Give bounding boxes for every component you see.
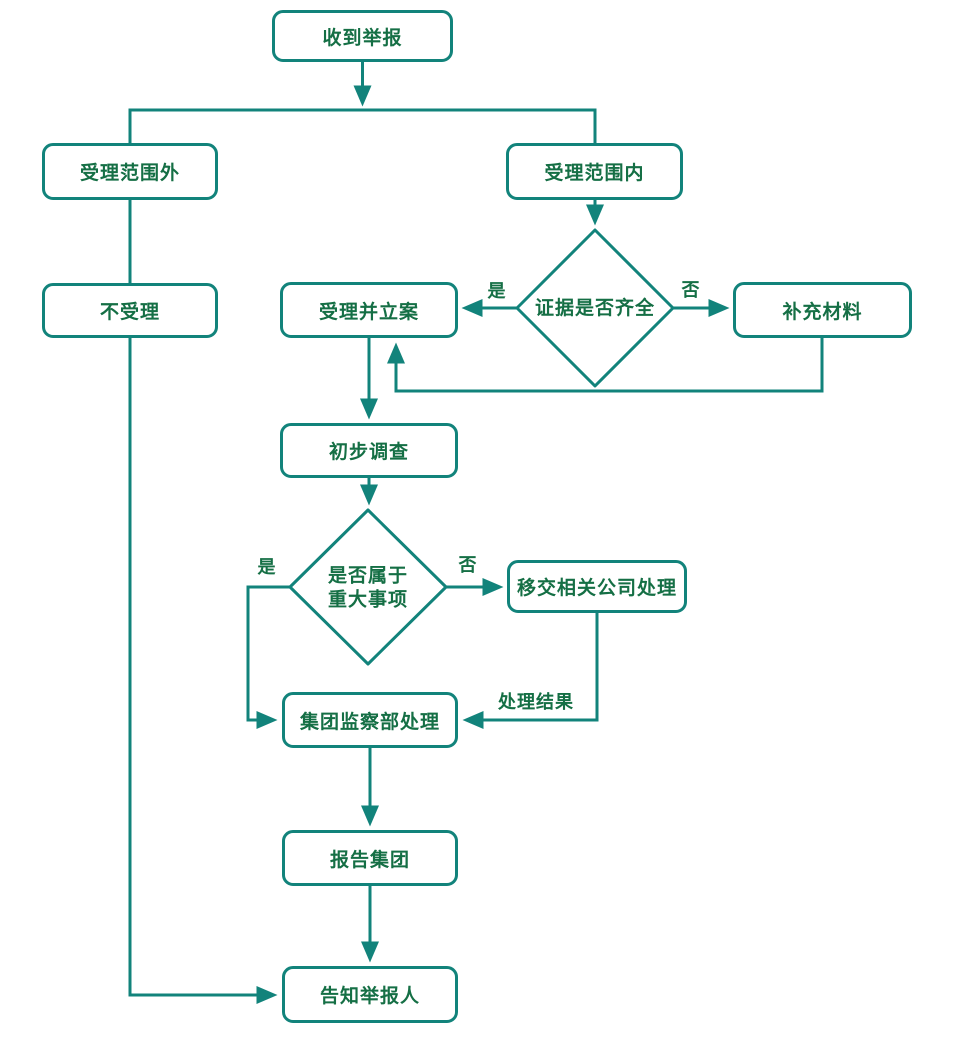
- node-not-accepted: 不受理: [42, 283, 218, 338]
- node-out-of-scope: 受理范围外: [42, 143, 218, 200]
- decision-evidence-label: 证据是否齐全: [534, 298, 656, 320]
- decision-major-shape: [288, 508, 448, 666]
- edge-reject-to-notify: [128, 338, 278, 1004]
- node-accept-and-file: 受理并立案: [280, 282, 458, 338]
- node-group-supervision-dept-label: 集团监察部处理: [299, 711, 440, 733]
- decision-major-label: 是否属于 重大事项: [327, 565, 409, 610]
- node-accept-and-file-label: 受理并立案: [318, 301, 419, 323]
- node-preliminary-investigation: 初步调查: [280, 423, 458, 478]
- node-out-of-scope-label: 受理范围外: [79, 163, 180, 184]
- edge-major-yes: [246, 585, 290, 729]
- node-not-accepted-label: 不受理: [99, 302, 160, 323]
- node-in-scope: 受理范围内: [506, 143, 683, 200]
- edge-transfer-result: [462, 613, 599, 729]
- node-preliminary-investigation-label: 初步调查: [328, 442, 409, 463]
- edge-branch-bar: [128, 108, 597, 143]
- node-notify-reporter-label: 告知举报人: [319, 986, 420, 1007]
- node-receive-report: 收到举报: [272, 10, 453, 62]
- node-report-to-group-label: 报告集团: [329, 849, 410, 871]
- node-supplement-materials: 补充材料: [733, 282, 912, 338]
- edge-label-result: 处理结果: [498, 692, 574, 712]
- node-report-to-group: 报告集团: [282, 830, 458, 886]
- node-receive-report-label: 收到举报: [322, 27, 403, 49]
- edge-label-major-yes: 是: [257, 557, 277, 577]
- decision-evidence-shape: [515, 228, 675, 388]
- edge-label-evidence-no: 否: [681, 280, 701, 300]
- node-transfer-to-company-label: 移交相关公司处理: [516, 578, 677, 599]
- node-in-scope-label: 受理范围内: [544, 163, 645, 184]
- edge-label-major-no: 否: [458, 555, 478, 575]
- node-transfer-to-company: 移交相关公司处理: [507, 560, 687, 613]
- node-supplement-materials-label: 补充材料: [782, 301, 863, 323]
- node-group-supervision-dept: 集团监察部处理: [282, 692, 458, 748]
- node-notify-reporter: 告知举报人: [282, 966, 458, 1023]
- edge-supplement-loop: [387, 338, 824, 393]
- edge-label-evidence-yes: 是: [487, 281, 507, 301]
